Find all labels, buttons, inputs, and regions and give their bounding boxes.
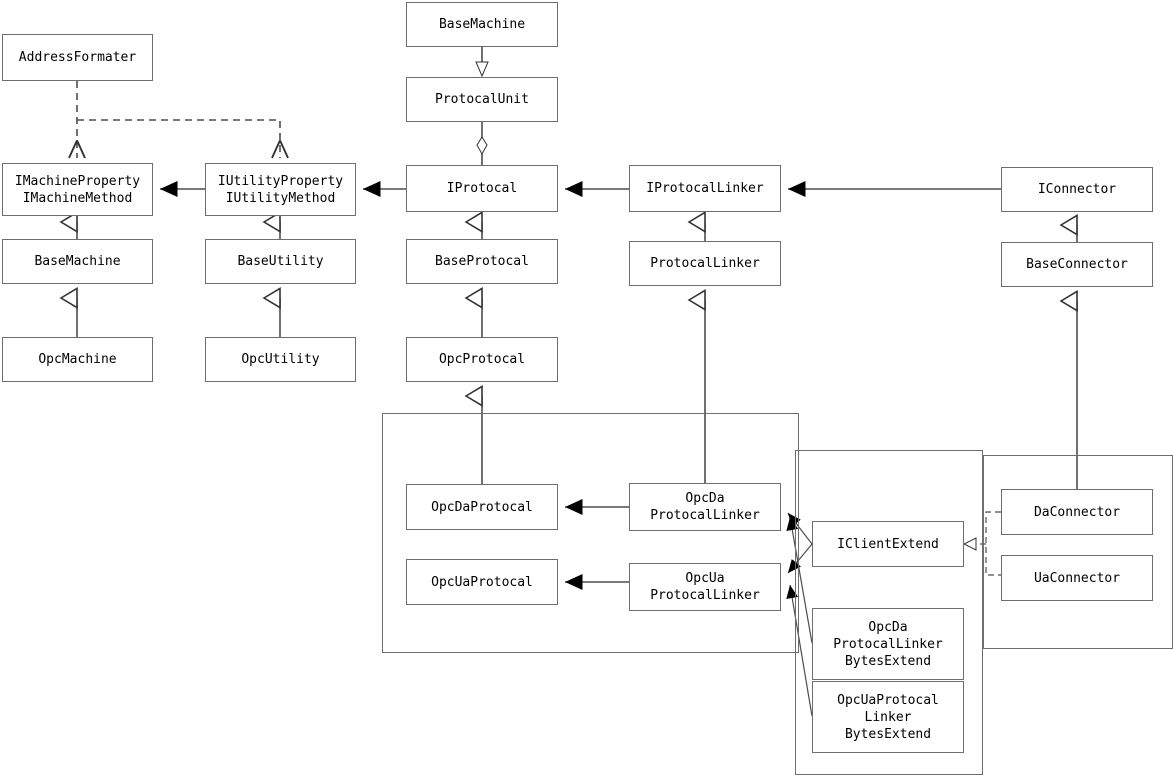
class-IMachineProperty[interactable]: IMachineProperty IMachineMethod bbox=[2, 163, 153, 216]
class-ProtocalLinker[interactable]: ProtocalLinker bbox=[629, 241, 781, 286]
class-OpcDaProtocalLinker[interactable]: OpcDa ProtocalLinker bbox=[629, 483, 781, 531]
class-BaseMachine-left[interactable]: BaseMachine bbox=[2, 239, 153, 284]
class-BaseConnector[interactable]: BaseConnector bbox=[1001, 242, 1153, 287]
class-DaConnector[interactable]: DaConnector bbox=[1001, 489, 1153, 535]
class-OpcUaProtocalLinkerBytesExtend[interactable]: OpcUaProtocal Linker BytesExtend bbox=[812, 681, 964, 753]
class-IUtilityProperty[interactable]: IUtilityProperty IUtilityMethod bbox=[205, 163, 356, 216]
class-OpcMachine[interactable]: OpcMachine bbox=[2, 337, 153, 382]
class-OpcUtility[interactable]: OpcUtility bbox=[205, 337, 356, 382]
class-UaConnector[interactable]: UaConnector bbox=[1001, 555, 1153, 601]
group-protocal-implementation bbox=[382, 413, 799, 653]
class-IProtocalLinker[interactable]: IProtocalLinker bbox=[629, 165, 781, 212]
arrow-down-hollow bbox=[475, 61, 489, 78]
class-IClientExtend[interactable]: IClientExtend bbox=[812, 521, 964, 567]
group-connector bbox=[983, 455, 1173, 649]
class-OpcDaProtocalLinkerBytesExtend[interactable]: OpcDa ProtocalLinker BytesExtend bbox=[812, 608, 964, 680]
class-BaseMachine-top[interactable]: BaseMachine bbox=[406, 2, 558, 47]
group-client-extend bbox=[795, 450, 983, 775]
aggregation-diamond bbox=[476, 136, 488, 156]
class-BaseUtility[interactable]: BaseUtility bbox=[205, 239, 356, 284]
class-AddressFormater[interactable]: AddressFormater bbox=[2, 34, 153, 81]
class-OpcUaProtocal[interactable]: OpcUaProtocal bbox=[406, 559, 558, 605]
class-ProtocalUnit[interactable]: ProtocalUnit bbox=[406, 77, 558, 122]
class-BaseProtocal[interactable]: BaseProtocal bbox=[406, 239, 558, 284]
class-OpcDaProtocal[interactable]: OpcDaProtocal bbox=[406, 484, 558, 530]
class-OpcUaProtocalLinker[interactable]: OpcUa ProtocalLinker bbox=[629, 563, 781, 611]
class-OpcProtocal[interactable]: OpcProtocal bbox=[406, 337, 558, 382]
class-IConnector[interactable]: IConnector bbox=[1001, 167, 1153, 212]
class-IProtocal[interactable]: IProtocal bbox=[406, 165, 558, 212]
edge-addressformater-iutilityproperty bbox=[77, 119, 280, 158]
